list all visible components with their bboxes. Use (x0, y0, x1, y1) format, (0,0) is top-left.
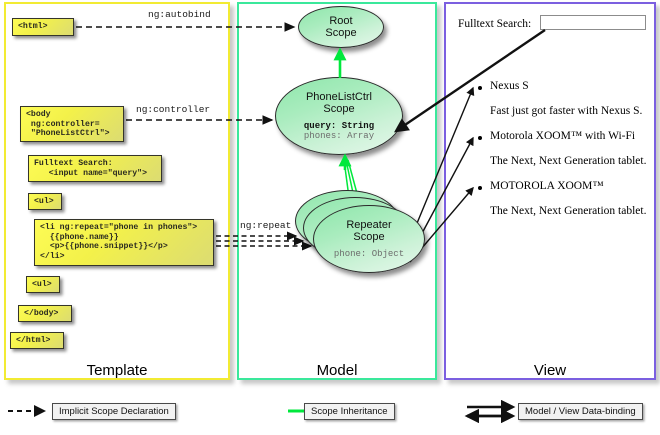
code-box-ul-close[interactable]: <ul> (26, 276, 60, 293)
view-bullet-2 (478, 136, 482, 140)
view-item-name-1: Nexus S (490, 80, 529, 92)
scope-phonelistctrl[interactable]: PhoneListCtrl Scope query: String phones… (275, 77, 403, 155)
view-search-input[interactable] (540, 15, 646, 30)
scope-repeater-title-line2: Scope (353, 231, 385, 244)
scope-repeater-title: Repeater Scope (346, 219, 391, 244)
panel-template (4, 2, 230, 380)
legend-label-implicit-scope-declaration[interactable]: Implicit Scope Declaration (52, 403, 176, 420)
code-box-body-close[interactable]: </body> (18, 305, 72, 322)
view-search-label: Fulltext Search: (458, 18, 532, 30)
scope-phonelistctrl-title-line1: PhoneListCtrl (305, 90, 373, 103)
scope-prop-query: query: String (303, 120, 375, 131)
panel-label-view: View (533, 362, 567, 379)
code-box-html-open[interactable]: <html> (12, 18, 74, 36)
view-item-name-3: MOTOROLA XOOM™ (490, 180, 604, 192)
scope-root-title-line2: Scope (325, 27, 357, 39)
legend-label-scope-inheritance[interactable]: Scope Inheritance (304, 403, 395, 420)
panel-label-model: Model (316, 362, 358, 379)
scope-repeater[interactable]: Repeater Scope phone: Object (313, 205, 425, 273)
legend-label-model-view-data-binding[interactable]: Model / View Data-binding (518, 403, 643, 420)
scope-repeater-props: phone: Object (334, 249, 404, 260)
scope-phonelistctrl-props: query: String phones: Array (304, 121, 374, 142)
panel-label-template: Template (86, 362, 148, 379)
scope-root-title: Root Scope (325, 15, 356, 40)
view-item-snippet-2: The Next, Next Generation tablet. (490, 155, 647, 167)
view-bullet-1 (478, 86, 482, 90)
code-box-ul-open[interactable]: <ul> (28, 193, 62, 210)
connector-label-autobind: ng:autobind (148, 9, 211, 20)
scope-phonelistctrl-title: PhoneListCtrl Scope (306, 91, 372, 116)
scope-root[interactable]: Root Scope (298, 6, 384, 48)
scope-root-title-line1: Root (329, 14, 353, 27)
code-box-fulltext-search[interactable]: Fulltext Search: <input name="query"> (28, 155, 162, 182)
scope-prop-phones: phones: Array (303, 131, 375, 141)
code-box-body-open[interactable]: <body ng:controller= "PhoneListCtrl"> (20, 106, 124, 142)
view-item-name-2: Motorola XOOM™ with Wi-Fi (490, 130, 636, 142)
scope-repeater-title-line1: Repeater (346, 218, 392, 231)
view-item-snippet-3: The Next, Next Generation tablet. (490, 205, 647, 217)
legend-bar: Implicit Scope Declaration Scope Inherit… (0, 392, 660, 435)
view-item-snippet-1: Fast just got faster with Nexus S. (490, 105, 643, 117)
view-bullet-3 (478, 186, 482, 190)
connector-label-controller: ng:controller (136, 104, 211, 115)
scope-prop-phone: phone: Object (333, 248, 405, 259)
code-box-html-close[interactable]: </html> (10, 332, 64, 349)
code-box-li-repeat[interactable]: <li ng:repeat="phone in phones"> {{phone… (34, 219, 214, 266)
scope-phonelistctrl-title-line2: Scope (323, 103, 355, 115)
connector-label-repeat: ng:repeat (240, 220, 292, 231)
